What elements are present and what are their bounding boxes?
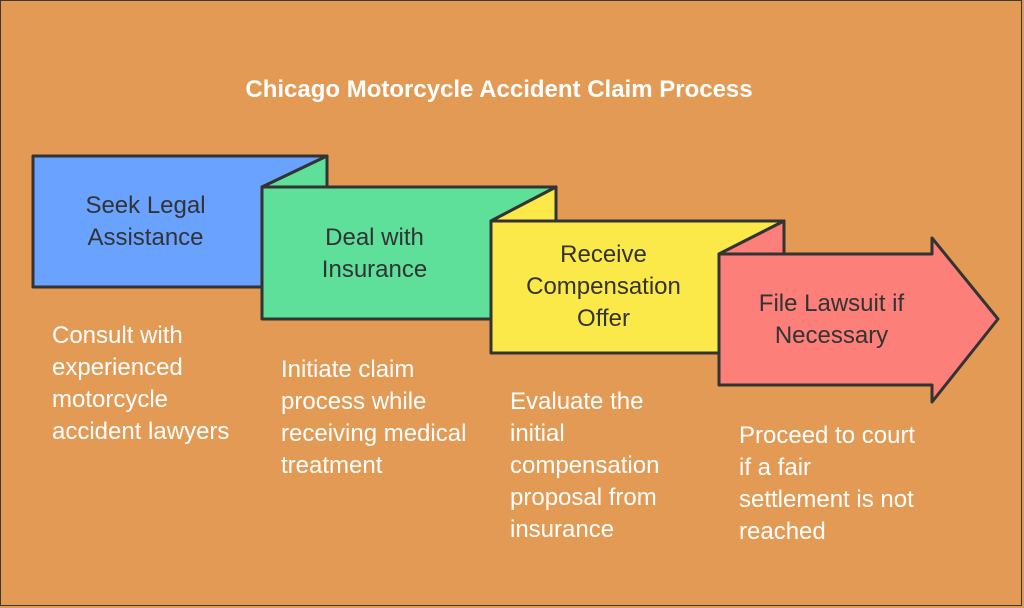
label-line: Seek Legal (85, 192, 206, 219)
label-line: Insurance (321, 256, 428, 283)
step-4-description: Proceed to court if a fair settlement is… (739, 422, 916, 545)
label-line: File Lawsuit if (758, 290, 905, 317)
step-4-arrow (717, 236, 1000, 404)
step-4-label-text: File Lawsuit if Necessary (719, 288, 944, 352)
label-line: Necessary (774, 322, 889, 349)
step-1-description: Consult with experienced motorcycle acci… (52, 322, 230, 445)
label-line: Deal with (325, 224, 424, 251)
label-line: Offer (577, 305, 630, 332)
label-line: Receive (560, 241, 647, 268)
step-4-label: File Lawsuit if Necessary (719, 288, 944, 352)
label-line: Assistance (87, 224, 204, 251)
label-line: Compensation (526, 273, 681, 300)
step-2-fold (260, 154, 329, 189)
step-2-description: Initiate claim process while receiving m… (281, 356, 467, 479)
step-3-description: Evaluate the initial compensation propos… (510, 388, 660, 543)
diagram-title: Chicago Motorcycle Accident Claim Proces… (245, 76, 753, 103)
step-4-fold (717, 219, 786, 256)
step-3-fold (489, 185, 558, 223)
